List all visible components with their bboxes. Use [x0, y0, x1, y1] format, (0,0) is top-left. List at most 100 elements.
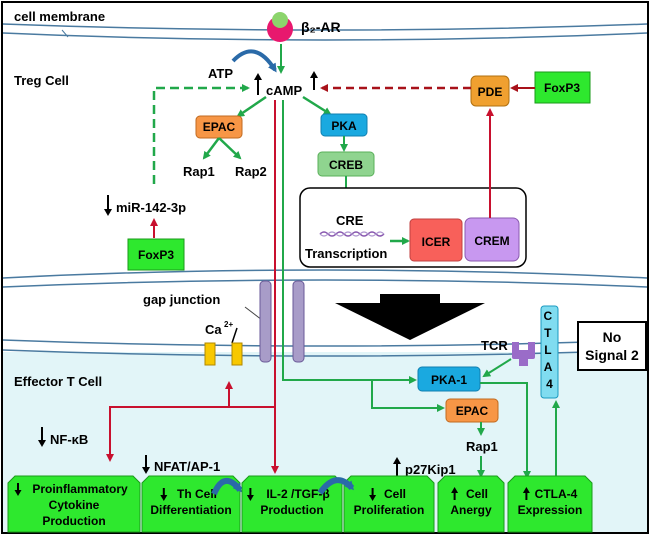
th-to-il2-curved-arrow: [211, 478, 243, 496]
cell-membrane-label: cell membrane: [14, 9, 105, 24]
pka-top-label: PKA: [331, 119, 357, 133]
mir-down-arrow: [104, 195, 112, 216]
transcription-label: Transcription: [305, 246, 387, 261]
il2-to-proliferation-curved-arrow: [317, 477, 355, 495]
pde-label: PDE: [478, 85, 503, 99]
gap-junction-pointer: [244, 306, 263, 321]
foxp3-left-label: FoxP3: [138, 248, 174, 262]
treg-bottom-membrane: [2, 269, 648, 288]
camp-label: cAMP: [266, 83, 302, 98]
gap-junction-label: gap junction: [143, 292, 220, 307]
atp-to-camp-arrow: [231, 49, 277, 73]
top-membrane: [2, 23, 648, 41]
outcome-2-line-2: Differentiation: [150, 503, 231, 517]
outcome-3-line-1: IL-2 /TGF-β: [266, 487, 329, 501]
gap-junction-channel-right: [292, 280, 305, 363]
outcome-down-arrow: [160, 488, 168, 501]
camp-up-arrow-right: [310, 71, 318, 90]
outcome-4-line-1: Cell: [384, 487, 406, 501]
calcium-arrow: [231, 327, 238, 344]
membrane-pointer: [61, 29, 69, 38]
no-signal-line1: No: [602, 329, 622, 345]
icer-box: [409, 218, 463, 262]
pde-box: [470, 75, 510, 107]
camp-to-pka-arrow: [302, 95, 332, 116]
outcome-down-arrow: [246, 488, 254, 501]
outcome-down-arrow: [14, 483, 22, 496]
calcium-channel-left: [204, 342, 216, 366]
outcome-1-line-3: Production: [42, 514, 105, 528]
epac-to-rap2-arrow: [218, 137, 242, 160]
rap2-label: Rap2: [235, 164, 267, 179]
camp-to-nfkb-arrow: [106, 406, 275, 462]
outcome-5-line-2: Anergy: [450, 503, 492, 517]
tcr-receptor-icon: [512, 342, 535, 366]
calcium-channel-right: [231, 342, 243, 366]
calcium-superscript: 2+: [224, 320, 233, 329]
cre-label: CRE: [336, 213, 364, 228]
outcome-2-line-1: Th Cell: [177, 487, 217, 501]
camp-up-arrow-left: [254, 73, 262, 95]
ctla4-vertical-label: C T L A 4: [543, 309, 555, 391]
p27-up-arrow: [393, 457, 401, 476]
outcome-1-line-1: Proinflammatory: [32, 482, 128, 496]
outcome-up-arrow: [522, 487, 530, 500]
calcium-label: Ca: [205, 322, 222, 337]
tcr-to-pka1-arrow: [482, 358, 512, 378]
mir-to-camp-dashed-arrow: [152, 84, 250, 184]
rap1-bottom-label: Rap1: [466, 439, 498, 454]
nfat-label: NFAT/AP-1: [154, 459, 220, 474]
no-signal-line2: Signal 2: [585, 347, 639, 363]
icer-label: ICER: [422, 235, 451, 249]
camp-to-epac-arrow: [236, 95, 267, 118]
beta2-ar-receptor: [267, 12, 293, 42]
outcome-5-line-1: Cell: [466, 487, 488, 501]
nfkb-down-arrow: [38, 427, 46, 447]
outcome-down-arrow: [369, 488, 377, 501]
ctla4-receptor-box: [540, 305, 559, 399]
gap-junction-channel-left: [259, 280, 272, 363]
foxp3-right-box: [534, 71, 591, 104]
epac-to-rap1-arrow: [202, 137, 220, 160]
outcome-3-line-2: Production: [260, 503, 323, 517]
foxp3-right-label: FoxP3: [544, 81, 580, 95]
treg-cell-label: Treg Cell: [14, 73, 69, 88]
foxp3-left-box: [127, 238, 185, 271]
outcome-6-line-1: CTLA-4: [535, 487, 578, 501]
outcome-6-line-2: Expression: [518, 503, 583, 517]
p27-label: p27Kip1: [405, 462, 456, 477]
pka1-to-ctla4-arrow: [480, 382, 531, 479]
crem-box: [464, 217, 520, 262]
effector-cell-label: Effector T Cell: [14, 374, 102, 389]
treg-to-effector-arrow: [335, 294, 485, 340]
mir-label: miR-142-3p: [116, 200, 186, 215]
pka1-label: PKA-1: [431, 373, 467, 387]
camp-to-epac-bottom-arrow: [371, 380, 445, 412]
atp-label: ATP: [208, 66, 233, 81]
crem-label: CREM: [474, 234, 509, 248]
epac-bottom-label: EPAC: [456, 404, 489, 418]
outcome-1-line-2: Cytokine: [49, 498, 100, 512]
nfat-down-arrow: [142, 455, 150, 474]
nfkb-label: NF-κB: [50, 432, 88, 447]
epac-top-label: EPAC: [203, 120, 236, 134]
rap1-top-label: Rap1: [183, 164, 215, 179]
camp-to-calcium-arrow: [225, 381, 275, 408]
pka1-box: [417, 366, 481, 392]
creb-label: CREB: [329, 158, 363, 172]
epac-bottom-box: [445, 398, 499, 423]
tcr-label: TCR: [481, 338, 508, 353]
receptor-label: β₂-AR: [301, 19, 341, 35]
outcome-up-arrow: [451, 487, 459, 500]
outcome-4-line-2: Proliferation: [354, 503, 425, 517]
